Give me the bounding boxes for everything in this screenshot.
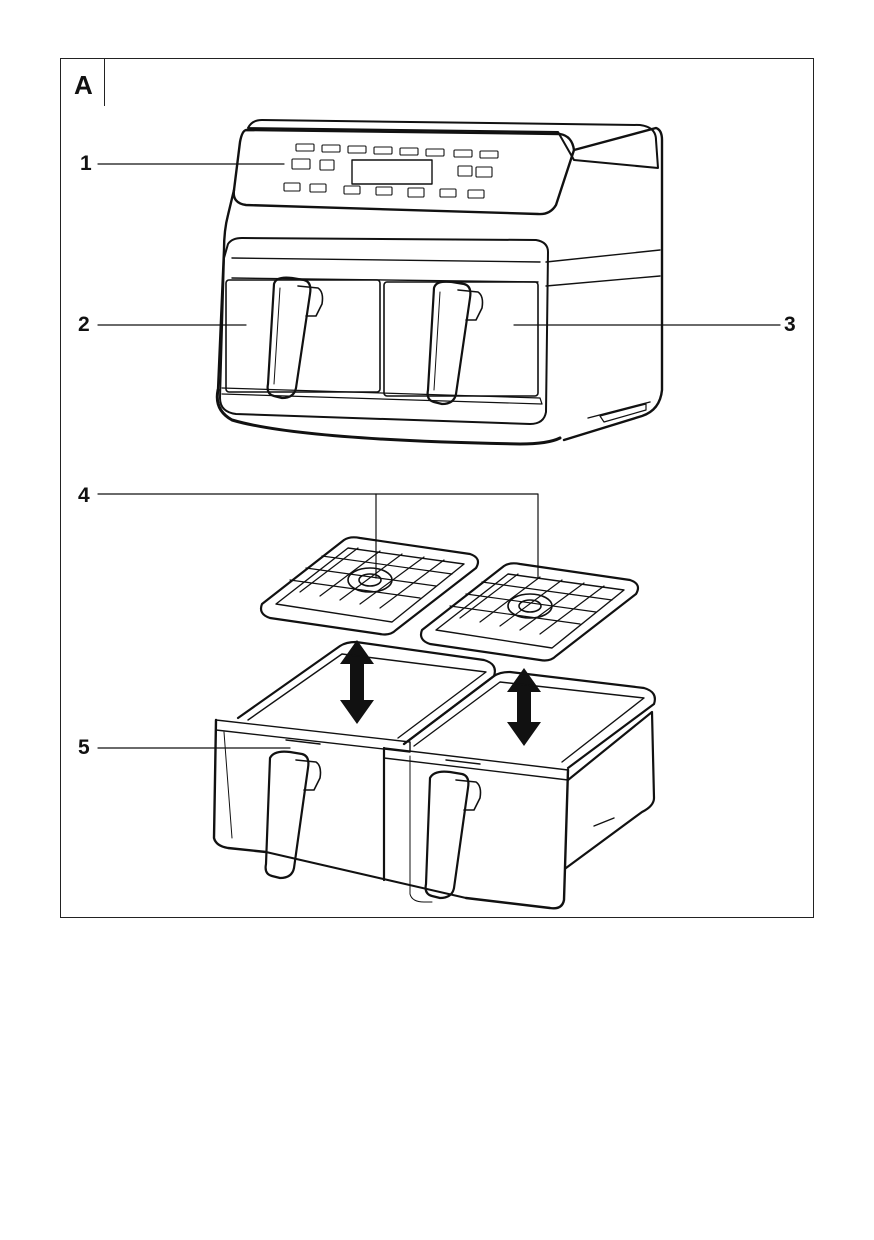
figure-label-divider (104, 58, 106, 106)
basket-handle-left (264, 750, 310, 880)
callout-3: 3 (784, 313, 796, 336)
insert-arrow-left (340, 640, 374, 724)
callout-1: 1 (80, 152, 92, 175)
callout-4: 4 (78, 484, 90, 507)
leader-line-4a (97, 493, 539, 579)
callout-2: 2 (78, 313, 90, 336)
air-fryer-body (215, 119, 664, 446)
leader-lines (97, 163, 781, 749)
basket-left (212, 640, 496, 882)
insert-arrow-right (507, 668, 541, 746)
figure-label: A (74, 70, 93, 100)
handle-right (426, 280, 472, 406)
handle-left (266, 276, 312, 400)
control-panel (232, 128, 576, 216)
basket-right (383, 670, 656, 910)
basket-handle-right (424, 770, 470, 900)
callout-5: 5 (78, 736, 90, 759)
figure-frame (60, 58, 814, 918)
basket-bottom-edge (265, 851, 467, 899)
crisper-plate-right (419, 562, 640, 662)
crisper-plate-left (259, 536, 480, 636)
